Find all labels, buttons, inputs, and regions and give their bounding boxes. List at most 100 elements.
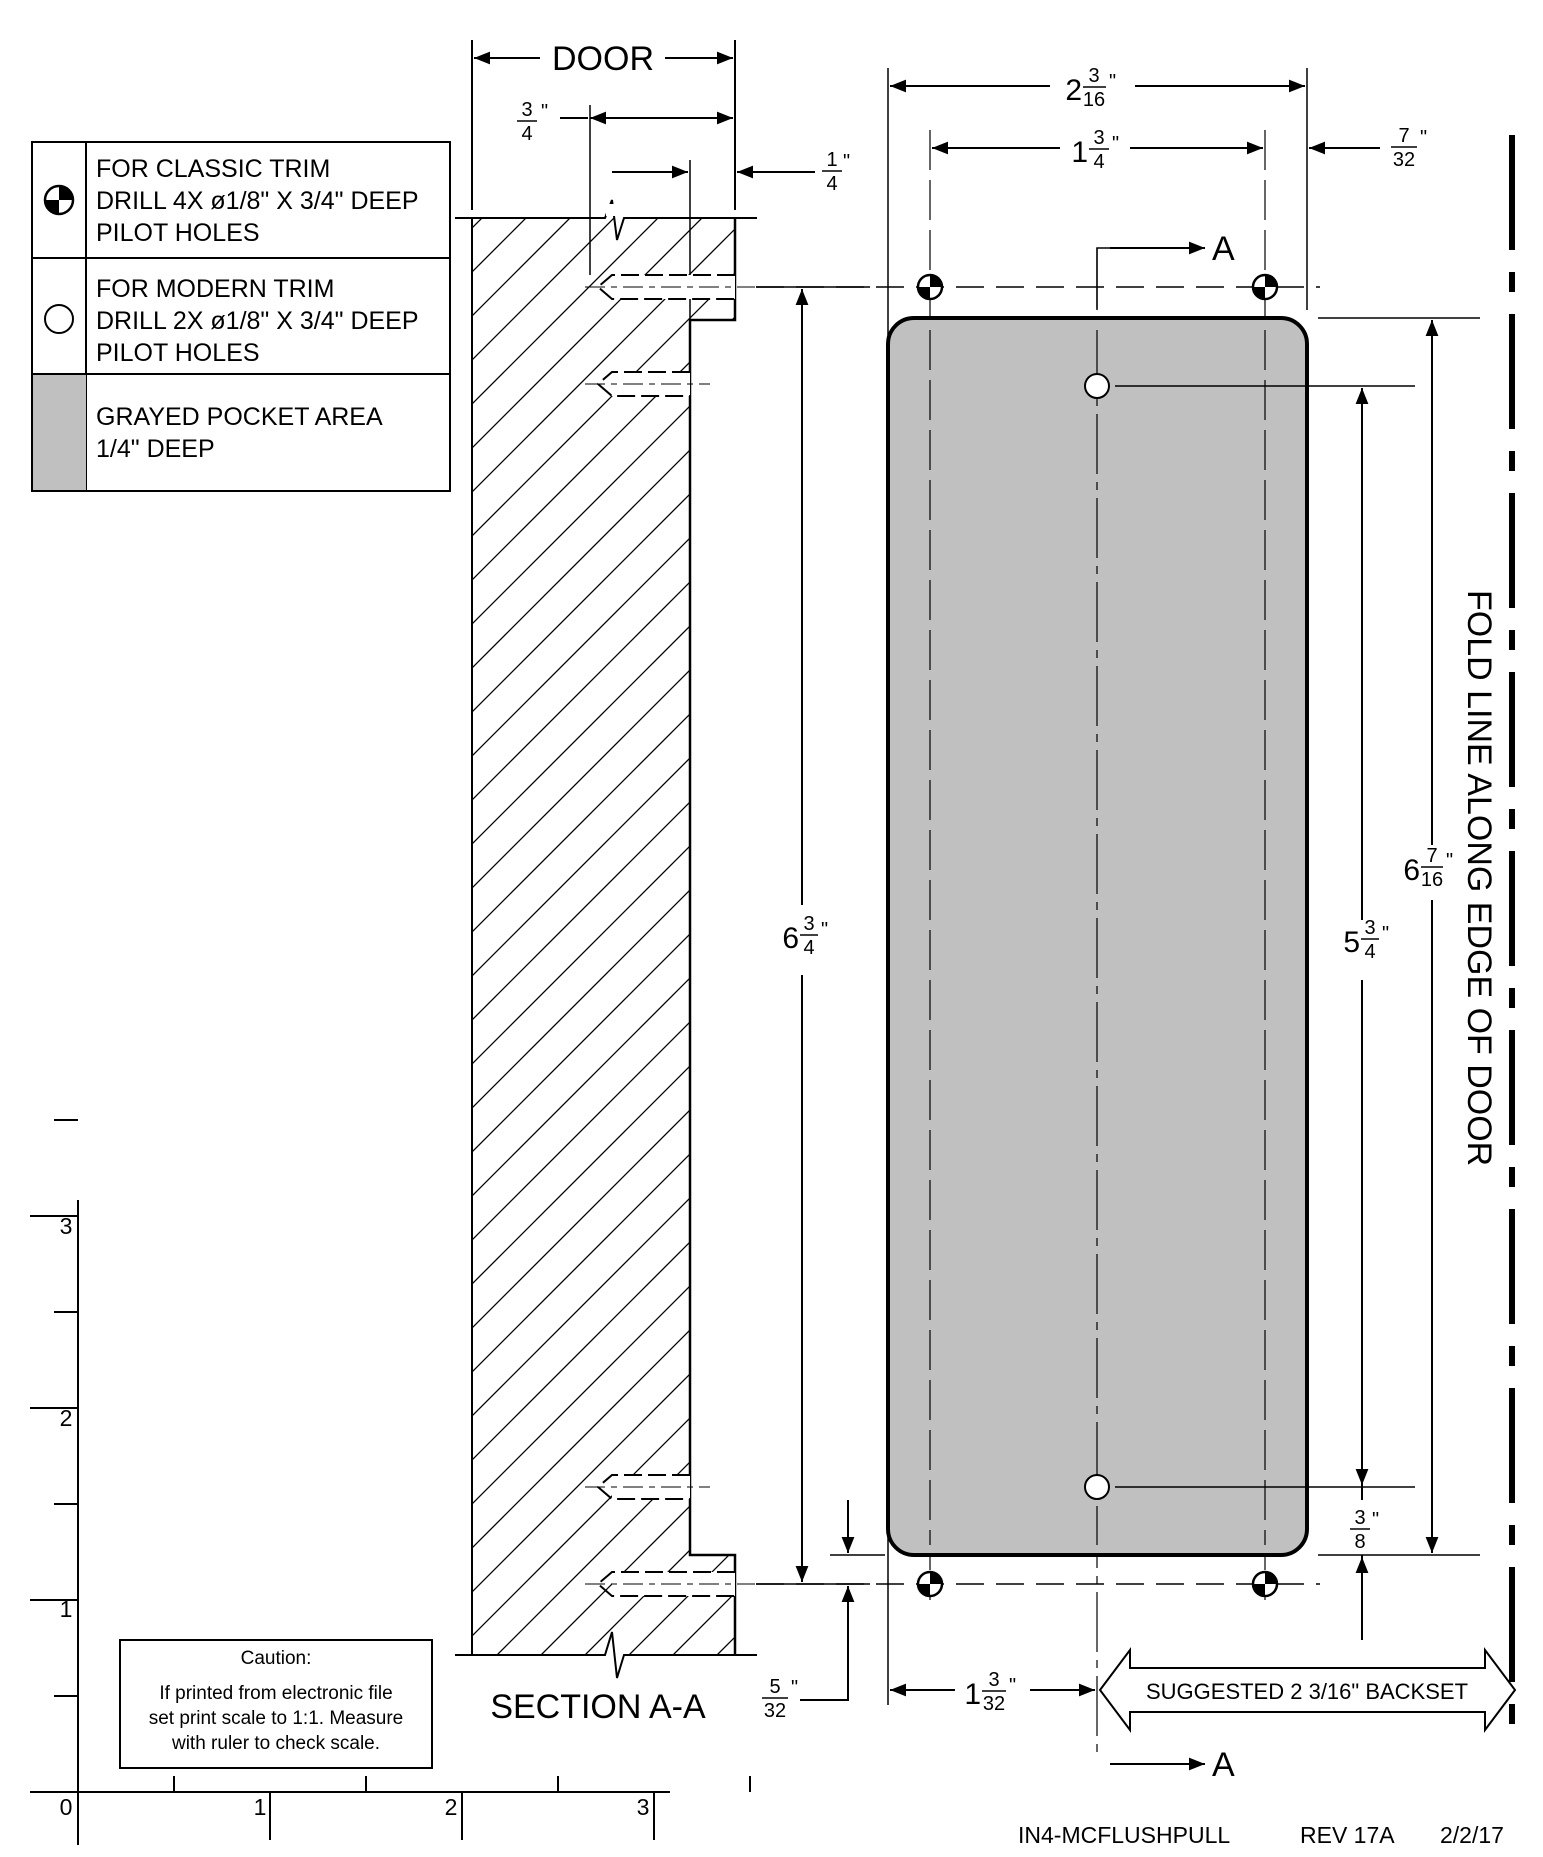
svg-text:3: 3 xyxy=(988,1669,999,1691)
section-marker-bottom: A xyxy=(1212,1746,1235,1784)
hatch-line xyxy=(472,218,735,1655)
hatch-line xyxy=(472,218,735,1655)
svg-text:3: 3 xyxy=(1364,917,1375,939)
caution-box: Caution: If printed from electronic file… xyxy=(119,1639,433,1769)
hatch-line xyxy=(1376,200,1543,1700)
svg-text:32: 32 xyxy=(983,1693,1005,1715)
ruler-h-0: 0 xyxy=(60,1794,73,1820)
ruler-h-1: 1 xyxy=(254,1794,267,1820)
svg-text:6: 6 xyxy=(782,922,799,955)
hatch-line xyxy=(472,218,735,1655)
legend-table: FOR CLASSIC TRIM DRILL 4X ø1/8" X 3/4" D… xyxy=(31,141,451,492)
svg-text:16: 16 xyxy=(1421,869,1443,891)
svg-text:5: 5 xyxy=(1343,926,1360,959)
classic-pilot-hole-icon xyxy=(916,1570,944,1598)
section-title: SECTION A-A xyxy=(490,1688,706,1726)
dim-section-three-quarter: 3 4 " xyxy=(517,99,548,145)
ruler: 0 1 2 3 1 2 3 xyxy=(30,1119,751,1845)
hatch-line xyxy=(472,218,735,1655)
hatch-line xyxy=(0,200,16,1700)
classic-pilot-hole-icon xyxy=(1251,1570,1279,1598)
svg-text:7: 7 xyxy=(1398,125,1409,147)
svg-text:2: 2 xyxy=(1065,74,1082,107)
dim-left-to-center: 1 3 32 " xyxy=(964,1669,1016,1715)
legend-classic-line1: FOR CLASSIC TRIM xyxy=(96,155,330,183)
svg-text:8: 8 xyxy=(1354,1531,1365,1553)
hatch-line xyxy=(472,218,735,1655)
svg-text:": " xyxy=(821,919,828,941)
backset-arrow xyxy=(1098,1647,1517,1733)
classic-pilot-hole-icon xyxy=(1251,273,1279,301)
ruler-v-3: 3 xyxy=(60,1213,73,1239)
hatch-line xyxy=(1288,200,1543,1700)
svg-text:": " xyxy=(1112,133,1119,155)
dim-section-quarter: 1 4 " xyxy=(822,149,850,195)
svg-text:": " xyxy=(1382,923,1389,945)
legend-modern-line2: DRILL 2X ø1/8" X 3/4" DEEP xyxy=(96,307,419,335)
section-pilot-hole xyxy=(585,371,710,397)
section-pilot-holes xyxy=(585,274,755,1597)
svg-text:3: 3 xyxy=(521,99,532,121)
svg-text:3: 3 xyxy=(1354,1507,1365,1529)
svg-text:5: 5 xyxy=(769,1676,780,1698)
legend-pocket-line2: 1/4" DEEP xyxy=(96,435,215,463)
svg-text:1: 1 xyxy=(964,1678,981,1711)
hatch-line xyxy=(472,218,735,1655)
hatch-line xyxy=(472,218,735,1655)
svg-text:4: 4 xyxy=(521,123,532,145)
hatch-line xyxy=(472,218,735,1655)
svg-text:": " xyxy=(1420,127,1427,149)
svg-text:32: 32 xyxy=(1393,149,1415,171)
ruler-v-2: 2 xyxy=(60,1405,73,1431)
ruler-h-2: 2 xyxy=(445,1794,458,1820)
hatch-line xyxy=(472,218,735,1655)
svg-text:6: 6 xyxy=(1403,854,1420,887)
svg-text:": " xyxy=(1109,71,1116,93)
hatch-line xyxy=(472,218,735,1655)
fold-line-label: FOLD LINE ALONG EDGE OF DOOR xyxy=(1460,590,1498,1166)
dim-edge-offset: 7 32 " xyxy=(1391,125,1427,171)
svg-text:4: 4 xyxy=(826,173,837,195)
svg-text:1: 1 xyxy=(1071,136,1088,169)
hatch-line xyxy=(472,218,735,1655)
ruler-h-3: 3 xyxy=(637,1794,650,1820)
section-pilot-hole xyxy=(585,1474,710,1500)
hatch-line xyxy=(472,218,735,1655)
dim-width-holes: 1 3 4 " xyxy=(1071,127,1119,173)
section-pilot-hole xyxy=(585,274,755,300)
dim-modern-offset: 3 8 " xyxy=(1350,1507,1379,1553)
plan-view: 2 3 16 " 1 3 4 " 7 32 " A A xyxy=(756,65,1517,1784)
hatch-line xyxy=(472,218,735,1655)
dim-height-pocket: 6 7 16 " xyxy=(1403,845,1453,891)
svg-text:": " xyxy=(1009,1675,1016,1697)
modern-pilot-hole-icon xyxy=(1084,1474,1110,1500)
section-marker-top: A xyxy=(1212,230,1235,268)
svg-text:3: 3 xyxy=(803,913,814,935)
svg-text:4: 4 xyxy=(1093,151,1104,173)
modern-hole-icon xyxy=(44,304,74,334)
legend-modern-line1: FOR MODERN TRIM xyxy=(96,275,334,303)
caution-line3: with ruler to check scale. xyxy=(171,1733,380,1754)
caution-line2: set print scale to 1:1. Measure xyxy=(149,1708,404,1729)
svg-text:": " xyxy=(791,1677,798,1699)
hatch-line xyxy=(472,218,735,1655)
legend-classic-line3: PILOT HOLES xyxy=(96,219,260,247)
footer-date: 2/2/17 xyxy=(1440,1822,1504,1848)
svg-text:32: 32 xyxy=(764,1700,786,1722)
fold-line: FOLD LINE ALONG EDGE OF DOOR xyxy=(1460,135,1515,1745)
svg-text:": " xyxy=(1372,1509,1379,1531)
footer-part-number: IN4-MCFLUSHPULL xyxy=(1018,1822,1230,1848)
classic-hole-icon xyxy=(43,184,75,216)
svg-text:4: 4 xyxy=(803,937,814,959)
hatch-line xyxy=(472,218,735,1655)
dim-width-overall: 2 3 16 " xyxy=(1065,65,1116,111)
svg-text:3: 3 xyxy=(1093,127,1104,149)
pocket-swatch xyxy=(33,375,86,490)
legend-classic-line2: DRILL 4X ø1/8" X 3/4" DEEP xyxy=(96,187,419,215)
backset-label: SUGGESTED 2 3/16" BACKSET xyxy=(1146,1679,1468,1704)
modern-pilot-hole-icon xyxy=(1084,373,1110,399)
door-label: DOOR xyxy=(552,40,654,78)
dim-height-holes: 6 3 4 " xyxy=(782,913,828,959)
caution-line1: If printed from electronic file xyxy=(159,1683,392,1704)
